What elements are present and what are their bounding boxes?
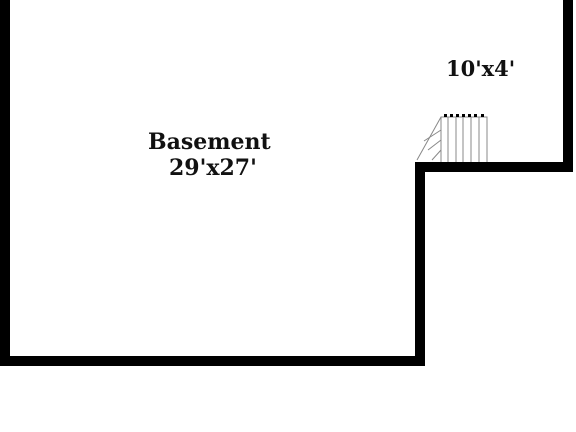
stair-outline xyxy=(416,116,488,162)
stair-winder xyxy=(431,149,442,161)
room-label-basement: Basement xyxy=(148,129,271,155)
stair-dots xyxy=(444,114,484,117)
basement-wall-outline xyxy=(0,0,573,366)
stair-winder xyxy=(427,139,442,151)
staircase xyxy=(416,116,488,162)
room-dimensions-basement: 29'x27' xyxy=(169,155,257,181)
room-dimensions-stair-area: 10'x4' xyxy=(446,56,516,81)
stair-winder xyxy=(423,129,442,142)
